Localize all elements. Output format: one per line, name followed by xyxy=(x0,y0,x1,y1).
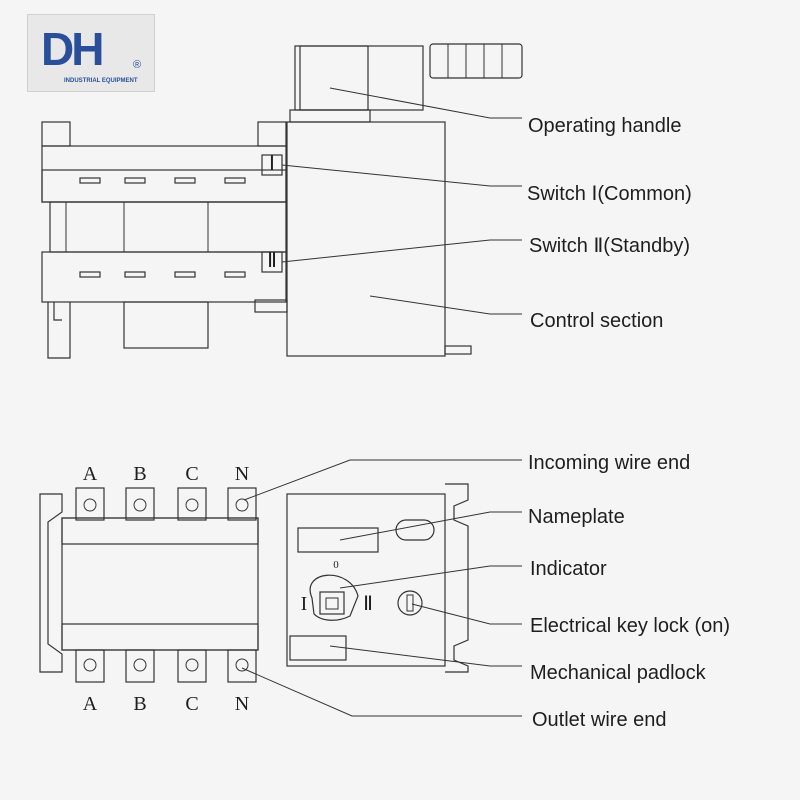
operating-handle-drawing xyxy=(289,43,523,123)
logo-registered-mark: ® xyxy=(133,59,142,71)
control-panel-drawing xyxy=(286,483,469,673)
switch-1-marker: Ⅰ xyxy=(269,153,275,175)
phase-label-bottom-n: N xyxy=(235,693,249,715)
switch-common-label: Switch Ⅰ(Common) xyxy=(527,183,692,205)
padlock-leader xyxy=(329,645,522,667)
control-section-drawing xyxy=(286,121,472,357)
phase-label-top-n: N xyxy=(235,463,249,485)
brand-logo: DH ® INDUSTRIAL EQUIPMENT xyxy=(27,14,155,92)
logo-mark: DH xyxy=(41,23,104,75)
indicator-mark-1: I xyxy=(301,593,308,615)
phase-label-top-a: A xyxy=(83,463,98,485)
nameplate-drawing xyxy=(297,527,379,553)
padlock-drawing xyxy=(289,635,347,661)
front-body-drawing xyxy=(39,487,259,683)
switch-standby-leader xyxy=(281,239,522,263)
incoming-wire-end-label: Incoming wire end xyxy=(528,452,690,474)
nameplate-leader xyxy=(339,511,522,541)
phase-label-top-c: C xyxy=(185,463,198,485)
indicator-mark-off: 0 xyxy=(333,559,339,571)
front-view: A B C N xyxy=(39,452,730,731)
logo-subtitle: INDUSTRIAL EQUIPMENT xyxy=(64,78,138,84)
phase-label-bottom-c: C xyxy=(185,693,198,715)
nameplate-label: Nameplate xyxy=(528,506,625,528)
switch-common-leader xyxy=(281,164,522,187)
operating-handle-label: Operating handle xyxy=(528,115,681,137)
phase-label-bottom-b: B xyxy=(133,693,146,715)
phase-label-bottom-a: A xyxy=(83,693,98,715)
switch-2-marker: Ⅱ xyxy=(267,250,277,272)
phase-label-top-b: B xyxy=(133,463,146,485)
outlet-wire-leader xyxy=(241,667,522,717)
control-section-label: Control section xyxy=(530,310,663,332)
key-lock-leader xyxy=(411,603,522,625)
indicator-leader xyxy=(339,565,522,589)
key-lock-drawing xyxy=(397,590,423,616)
indicator-label: Indicator xyxy=(530,558,607,580)
indicator-mark-2: Ⅱ xyxy=(363,593,373,615)
switch-standby-label: Switch Ⅱ(Standby) xyxy=(529,235,690,257)
electrical-key-lock-label: Electrical key lock (on) xyxy=(530,615,730,637)
indicator-dial xyxy=(309,574,359,621)
outlet-wire-end-label: Outlet wire end xyxy=(532,709,667,731)
side-view: Ⅰ Ⅱ Operating handle Switch Ⅰ(Common) Sw… xyxy=(41,43,692,359)
control-section-leader xyxy=(369,295,522,315)
switch-body-drawing xyxy=(41,121,288,359)
mechanical-padlock-label: Mechanical padlock xyxy=(530,662,707,684)
incoming-wire-leader xyxy=(243,459,522,501)
operating-handle-leader xyxy=(329,87,522,119)
